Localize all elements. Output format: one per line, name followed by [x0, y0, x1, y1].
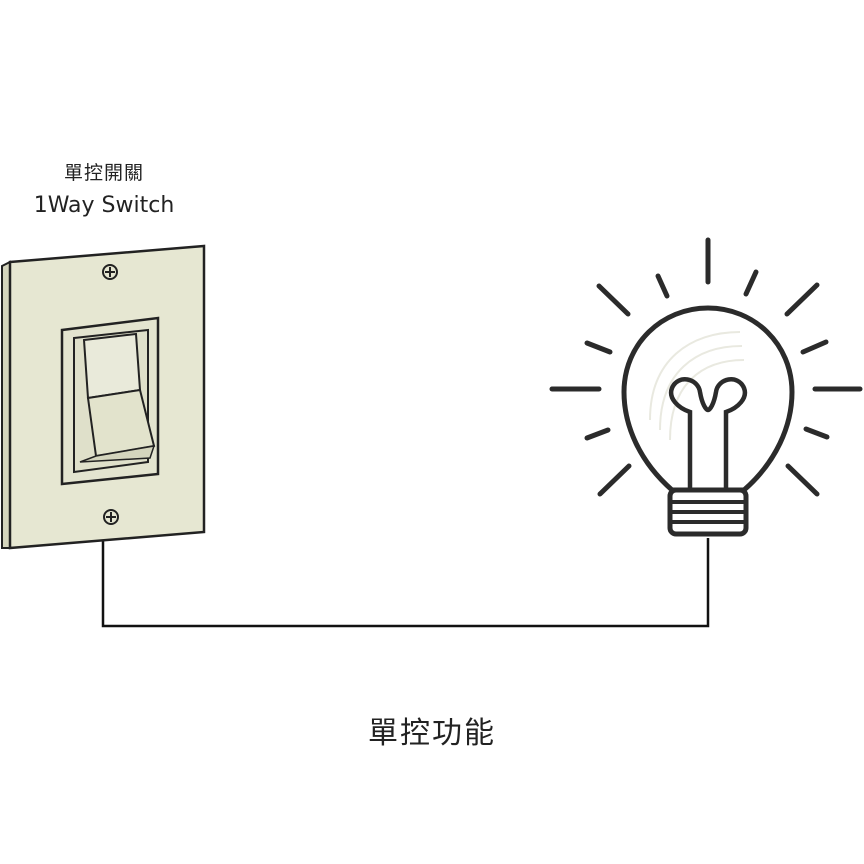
switch-label-english: 1Way Switch	[33, 193, 175, 218]
light-bulb-icon	[549, 237, 863, 537]
diagram-caption: 單控功能	[368, 716, 496, 751]
wall-switch-icon	[1, 244, 206, 550]
switch-label-chinese: 單控開關	[63, 162, 144, 184]
top-screw-icon	[102, 264, 118, 280]
bottom-screw-icon	[103, 509, 119, 525]
wire	[101, 538, 710, 628]
